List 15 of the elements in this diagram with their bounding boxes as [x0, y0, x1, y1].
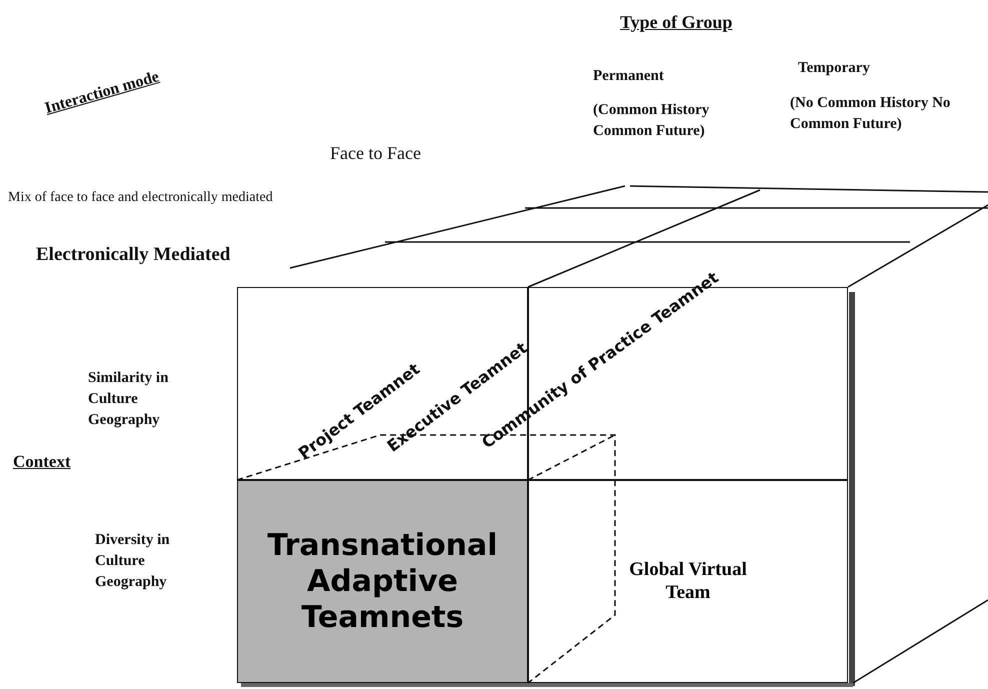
row-heading: Diversity in Culture Geography — [95, 531, 171, 592]
grid-cell — [528, 480, 848, 683]
row-heading: Mix of face to face and electronically mediated — [8, 190, 273, 206]
column-heading: Permanent — [593, 68, 664, 85]
shaded-cell — [237, 480, 528, 683]
cell-text: Global Virtual Team — [628, 558, 748, 604]
row-heading: Electronically Mediated — [36, 244, 230, 266]
column-note: (No Common History No Common Future) — [790, 94, 952, 134]
column-heading: Temporary — [798, 60, 870, 77]
axis-title: Type of Group — [620, 12, 732, 33]
cell-text: Transnational Adaptive Teamnets — [266, 528, 499, 636]
axis-title: Context — [13, 452, 71, 472]
row-heading: Similarity in Culture Geography — [88, 369, 170, 430]
column-note: (Common History Common Future) — [593, 101, 710, 141]
row-heading: Face to Face — [330, 143, 421, 164]
